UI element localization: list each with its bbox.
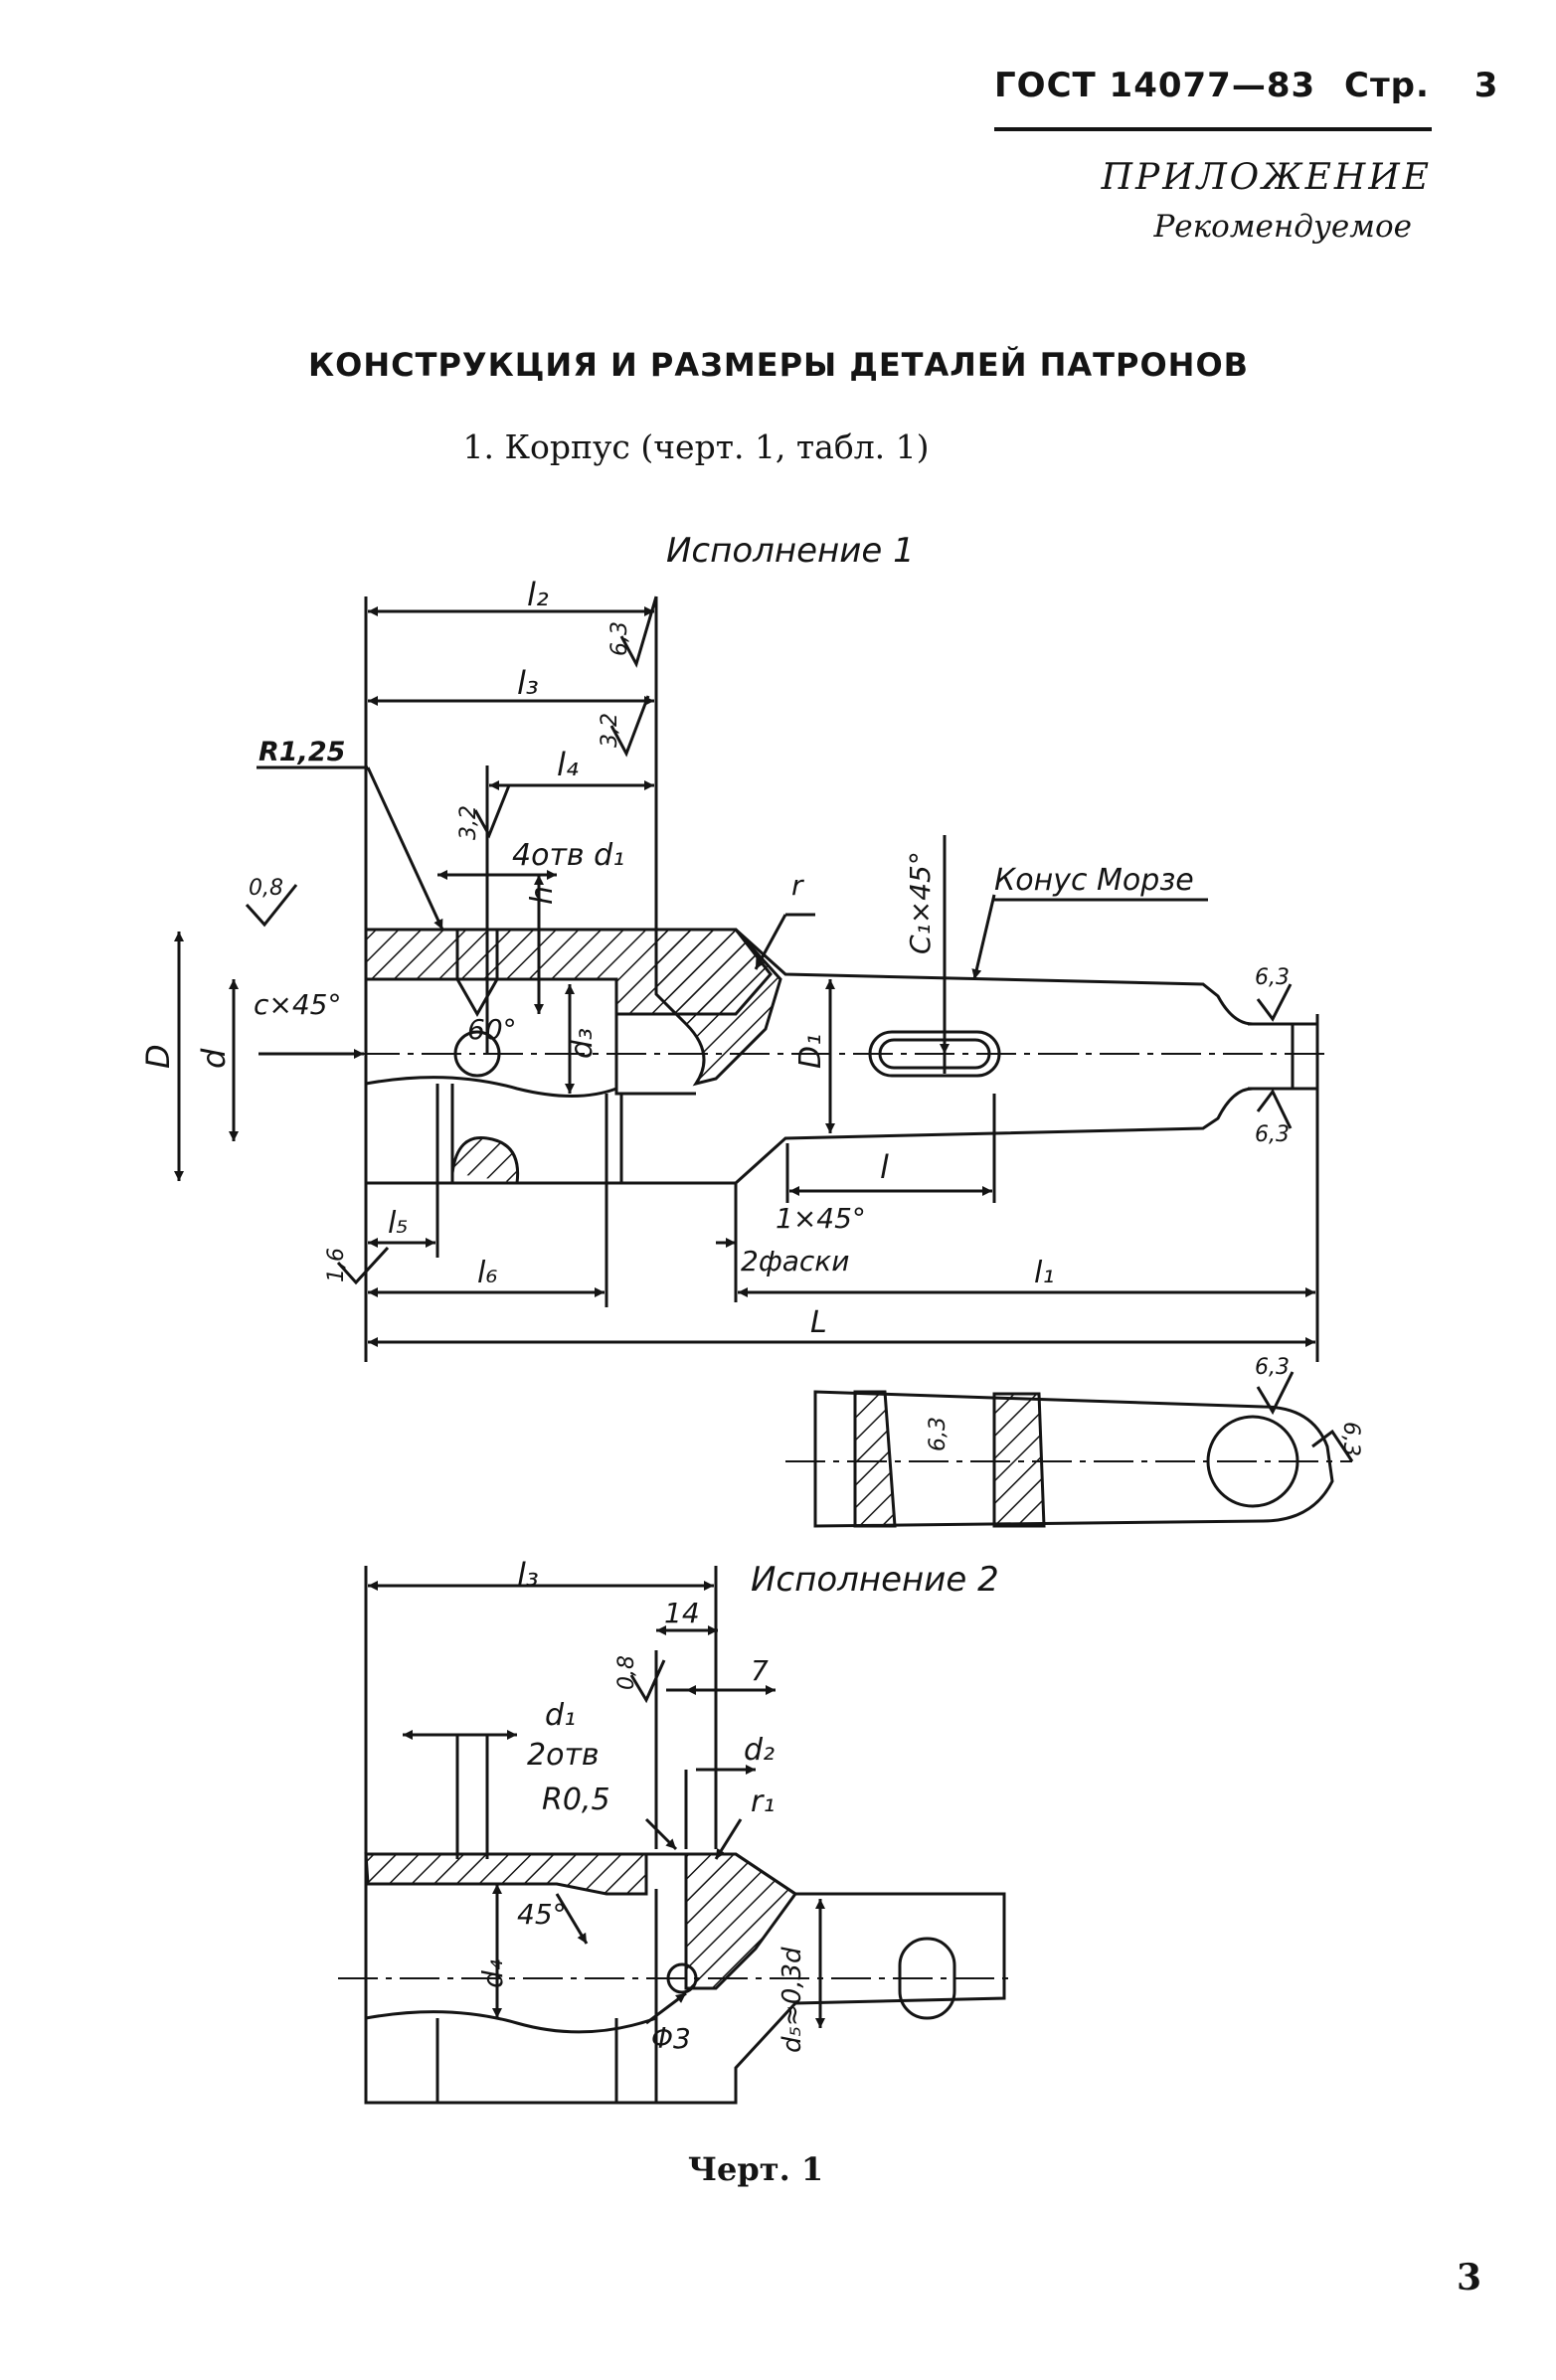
subsection-title: 1. Корпус (черт. 1, табл. 1) bbox=[462, 427, 930, 466]
appendix-subtitle: Рекомендуемое bbox=[1153, 209, 1412, 245]
roughness-3-2-a: 3,2 bbox=[598, 713, 622, 748]
dim-d4: d₄ bbox=[476, 1959, 509, 1988]
dim-r05: R0,5 bbox=[542, 1783, 610, 1817]
dim-d1-v2: d₁ bbox=[545, 1698, 576, 1733]
page-header: ГОСТ 14077—83 Стр. 3 bbox=[994, 66, 1497, 131]
dim-h: h bbox=[525, 886, 560, 905]
dim-phi3: Φ3 bbox=[651, 2022, 691, 2055]
dim-chamfer-c: c×45° bbox=[254, 988, 341, 1021]
dim-l5: l₅ bbox=[388, 1206, 408, 1241]
dim-l3: l₃ bbox=[517, 664, 539, 702]
taper-label: Конус Морзе bbox=[994, 863, 1194, 898]
roughness-6-3-b: 6,3 bbox=[1255, 1122, 1290, 1147]
figure-caption: Черт. 1 bbox=[687, 2150, 824, 2188]
dim-L: L bbox=[810, 1305, 827, 1340]
page-word: Стр. bbox=[1344, 66, 1430, 105]
version2-label: Исполнение 2 bbox=[751, 1560, 999, 1600]
dim-angle45: 45° bbox=[517, 1898, 567, 1931]
roughness-3-2-b: 3,2 bbox=[456, 805, 481, 840]
page-header-number: 3 bbox=[1473, 66, 1499, 105]
dim-D1: D₁ bbox=[793, 1034, 828, 1069]
dim-r: r bbox=[791, 869, 804, 902]
dim-two-chamfers: 2фаски bbox=[741, 1245, 849, 1277]
dim-d5: d₅≈0,3d bbox=[778, 1947, 807, 2053]
dim-d2: d₂ bbox=[744, 1733, 775, 1768]
roughness-6-3-a: 6,3 bbox=[1255, 965, 1290, 990]
section-title: КОНСТРУКЦИЯ И РАЗМЕРЫ ДЕТАЛЕЙ ПАТРОНОВ bbox=[308, 346, 1250, 384]
roughness-0-8-v2: 0,8 bbox=[614, 1655, 639, 1690]
dim-holes4: 4отв d₁ bbox=[512, 838, 624, 873]
dim-l3-v2: l₃ bbox=[517, 1556, 539, 1594]
dim-l4: l₄ bbox=[557, 746, 579, 783]
roughness-6-3-top: 6,3 bbox=[607, 621, 632, 656]
roughness-1-6: 1,6 bbox=[324, 1248, 349, 1282]
roughness-0-8: 0,8 bbox=[249, 876, 283, 901]
dim-7: 7 bbox=[751, 1654, 769, 1687]
dim-l1: l₁ bbox=[1034, 1256, 1054, 1290]
roughness-6-3-e: 6,3 bbox=[926, 1417, 951, 1451]
dim-l2: l₂ bbox=[527, 576, 549, 613]
dim-r1: r₁ bbox=[751, 1785, 775, 1819]
page-number: 3 bbox=[1456, 2257, 1481, 2298]
dim-d3: d₃ bbox=[565, 1028, 600, 1059]
dim-l6: l₆ bbox=[477, 1256, 497, 1290]
dim-d: d bbox=[195, 1048, 233, 1069]
dim-R1: R1,25 bbox=[259, 737, 345, 767]
dim-chamfer-c1: C₁×45° bbox=[904, 851, 937, 954]
dim-chamfer-1: 1×45° bbox=[776, 1202, 866, 1235]
dim-l: l bbox=[880, 1148, 889, 1186]
roughness-6-3-c: 6,3 bbox=[1255, 1355, 1290, 1380]
dim-angle60: 60° bbox=[467, 1013, 517, 1046]
dim-holes2: 2отв bbox=[527, 1738, 600, 1773]
appendix-title: ПРИЛОЖЕНИЕ bbox=[1101, 157, 1432, 198]
dim-14: 14 bbox=[664, 1597, 700, 1629]
roughness-6-3-d: 6,3 bbox=[1338, 1422, 1363, 1456]
dim-D: D bbox=[139, 1044, 177, 1069]
standard-number: ГОСТ 14077—83 bbox=[994, 66, 1316, 105]
version1-label: Исполнение 1 bbox=[666, 531, 915, 571]
